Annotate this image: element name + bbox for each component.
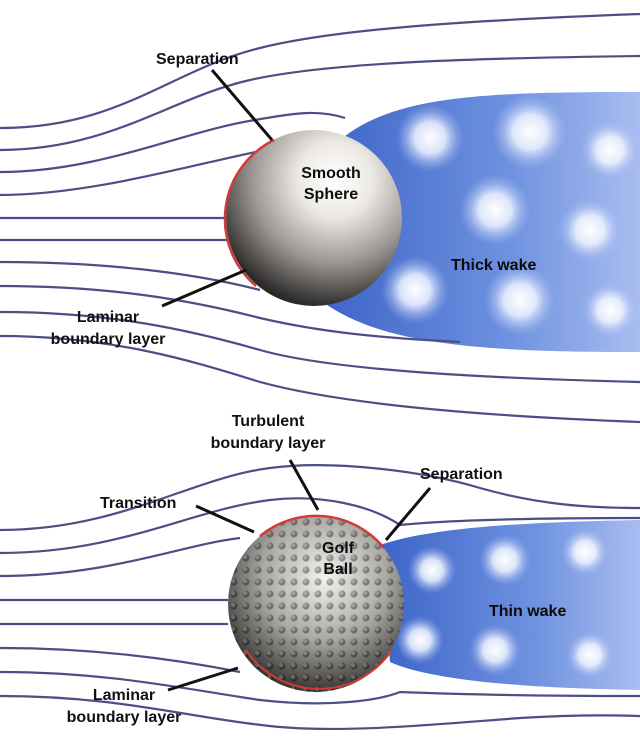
thin-wake [380, 520, 640, 690]
turbulent-leader [288, 459, 320, 511]
thin-wake-label: Thin wake [489, 603, 566, 620]
laminar-label-top-line2: boundary layer [51, 331, 166, 348]
top-panel: Separation Smooth Sphere Thick wake Lami… [0, 12, 640, 424]
turbulent-label-line2: boundary layer [211, 435, 326, 452]
thick-wake-label: Thick wake [451, 257, 536, 274]
bottom-streamlines [0, 464, 640, 731]
turbulent-boundary-layer-edge [259, 514, 385, 549]
wake-vortices [381, 94, 640, 338]
laminar-label-top-line1: Laminar [77, 309, 139, 326]
wake-vortices-bottom [396, 528, 614, 679]
separation-label-top: Separation [156, 51, 239, 68]
ball-label-line1: Golf [322, 540, 355, 557]
smooth-sphere [223, 130, 402, 306]
ball-label-line2: Ball [323, 561, 352, 578]
transition-leader [195, 504, 255, 534]
turbulent-label-line1: Turbulent [232, 413, 305, 430]
thick-wake [320, 92, 640, 352]
bottom-panel: Turbulent boundary layer Transition Sepa… [0, 413, 640, 731]
laminar-leader-top [161, 268, 247, 308]
laminar-label-bottom-line1: Laminar [93, 687, 155, 704]
sphere-label-line2: Sphere [304, 186, 358, 203]
laminar-leader-bottom [167, 666, 239, 692]
laminar-boundary-layer-edge [223, 138, 275, 287]
separation-label-bottom: Separation [420, 466, 503, 483]
sphere-label-line1: Smooth [301, 165, 361, 182]
top-streamlines [0, 12, 640, 424]
transition-label: Transition [100, 495, 176, 512]
separation-leader [210, 69, 274, 141]
laminar-label-bottom-line2: boundary layer [67, 709, 182, 726]
separation-leader-bottom [384, 487, 432, 541]
golf-ball [228, 514, 404, 692]
lower-boundary-layer-edge [245, 649, 393, 690]
